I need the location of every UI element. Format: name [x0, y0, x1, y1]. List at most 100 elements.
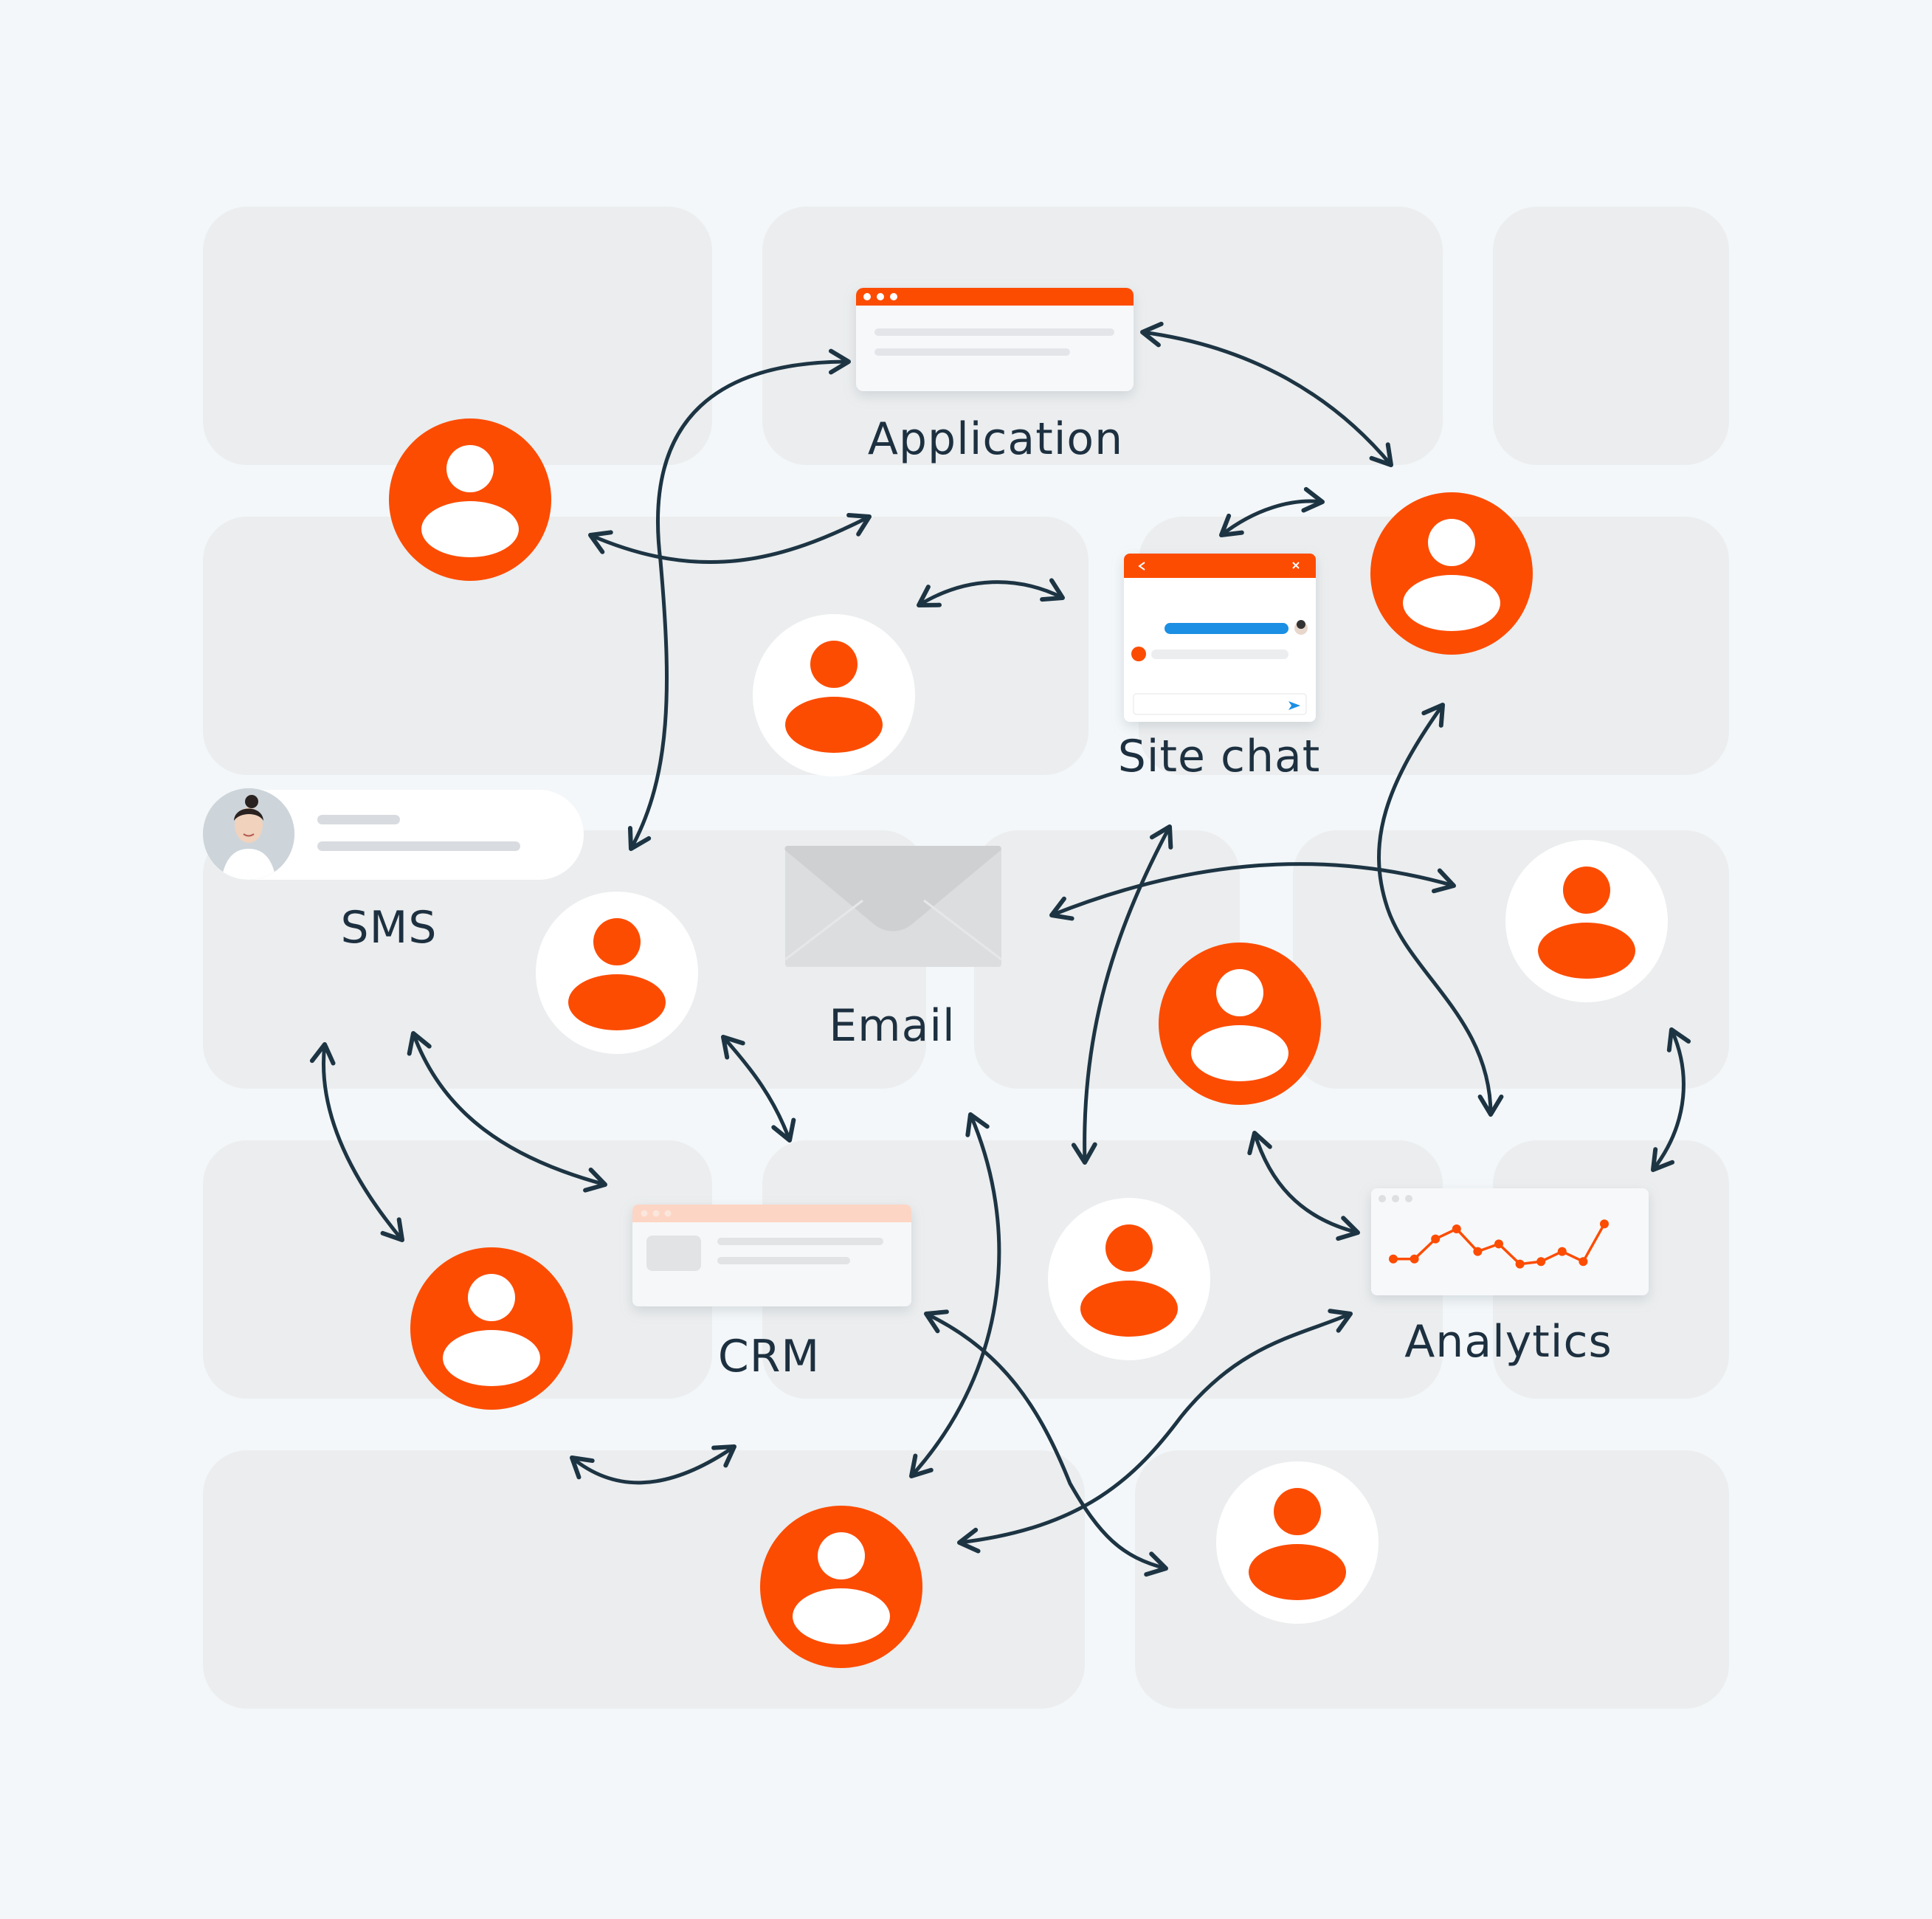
user-icon-head	[446, 445, 494, 492]
user-icon-body	[1403, 575, 1500, 631]
user-icon-body	[785, 697, 883, 753]
arrow	[957, 1309, 1353, 1554]
user-avatar-orange	[1159, 943, 1321, 1105]
placeholder-line	[317, 841, 520, 851]
application-label: Application	[867, 413, 1124, 465]
card-body	[203, 790, 584, 880]
envelope-flap	[784, 845, 1001, 931]
user-icon-head	[1105, 1224, 1153, 1272]
connection-arrows	[309, 321, 1691, 1577]
window-titlebar	[1124, 554, 1316, 578]
user-icon-body	[1191, 1025, 1288, 1081]
user-icon-head	[1563, 867, 1610, 914]
arrow	[570, 1444, 736, 1485]
window-dot-icon	[664, 1210, 672, 1217]
window-dot-icon	[1392, 1195, 1399, 1202]
arrow	[627, 348, 851, 851]
window-dot-icon	[863, 293, 871, 300]
envelope-fold	[784, 899, 1002, 961]
chat-input	[1133, 693, 1307, 715]
user-avatar-white	[1216, 1461, 1379, 1624]
user-avatar-white	[1048, 1198, 1210, 1360]
analytics-label: Analytics	[1404, 1316, 1612, 1368]
window-dot-icon	[877, 293, 884, 300]
arrow	[1651, 1027, 1691, 1172]
user-icon-head	[1274, 1488, 1321, 1535]
bot-avatar-icon	[1131, 647, 1146, 661]
user-icon-body	[443, 1330, 540, 1386]
bg-tile	[203, 1450, 1085, 1709]
sparkline-point	[1536, 1257, 1546, 1267]
user-icon-body	[793, 1588, 890, 1644]
site-chat-label: Site chat	[1117, 731, 1321, 782]
placeholder-line	[874, 328, 1114, 336]
user-avatar-white	[1505, 840, 1668, 1002]
user-icon-head	[593, 918, 641, 965]
user-avatar-white	[753, 614, 915, 776]
sms-label: SMS	[340, 902, 438, 954]
envelope-icon	[784, 845, 1002, 967]
agent-avatar-hair	[1297, 620, 1305, 629]
placeholder-line	[717, 1238, 883, 1245]
user-avatar-orange	[389, 418, 551, 581]
sparkline-point	[1600, 1219, 1609, 1229]
sparkline-point	[1389, 1254, 1398, 1264]
arrow	[309, 1042, 404, 1242]
arrow	[1140, 321, 1393, 467]
user-icon-head	[810, 641, 858, 688]
application-window-card	[856, 288, 1134, 391]
window-titlebar	[856, 288, 1134, 306]
card-body	[1124, 554, 1316, 722]
user-avatars	[389, 418, 1668, 1668]
chat-bubble-outgoing	[1165, 623, 1288, 634]
user-avatar-orange	[760, 1506, 922, 1668]
user-icon-head	[1216, 969, 1263, 1016]
email-label: Email	[829, 1000, 956, 1052]
sparkline-point	[1431, 1234, 1441, 1244]
bg-tile	[1293, 830, 1729, 1089]
window-dot-icon	[1405, 1195, 1412, 1202]
user-icon-body	[1080, 1281, 1178, 1337]
sparkline-point	[1410, 1254, 1419, 1264]
crm-window-card	[632, 1205, 911, 1306]
bg-tile	[1493, 207, 1729, 465]
chat-bubble-incoming	[1151, 650, 1288, 659]
user-avatar-white	[536, 892, 698, 1054]
window-dot-icon	[641, 1210, 648, 1217]
bg-tile	[203, 207, 712, 465]
window-dot-icon	[890, 293, 897, 300]
sparkline-point	[1579, 1257, 1588, 1267]
analytics-sparkline	[1389, 1219, 1609, 1269]
user-icon-body	[1538, 923, 1635, 979]
sms-message-card	[203, 788, 584, 880]
analytics-window-card	[1371, 1188, 1649, 1295]
contact-photo-avatar	[203, 788, 294, 880]
placeholder-line	[717, 1257, 850, 1264]
user-icon-head	[818, 1532, 865, 1579]
window-dot-icon	[652, 1210, 660, 1217]
arrow	[1247, 1131, 1360, 1241]
sparkline-point	[1452, 1224, 1461, 1233]
sparkline-point	[1473, 1247, 1483, 1256]
user-icon-body	[568, 974, 666, 1030]
arrow	[1219, 486, 1325, 537]
arrow	[588, 513, 872, 565]
arrow	[917, 578, 1065, 607]
user-icon-head	[1428, 519, 1475, 566]
placeholder-line	[874, 348, 1070, 356]
arrow	[407, 1031, 607, 1193]
window-titlebar	[632, 1205, 911, 1222]
user-icon-body	[1249, 1544, 1346, 1600]
card-body	[1371, 1188, 1649, 1295]
record-thumbnail	[646, 1236, 701, 1271]
card-body	[632, 1205, 911, 1306]
sparkline-point	[1557, 1247, 1567, 1256]
window-dot-icon	[1379, 1195, 1386, 1202]
site-chat-window-card	[1124, 554, 1316, 722]
crm-label: CRM	[717, 1331, 821, 1382]
bg-tile	[1135, 1450, 1729, 1709]
arrow	[721, 1035, 796, 1143]
close-icon	[1292, 562, 1300, 569]
sparkline-point	[1515, 1259, 1525, 1269]
